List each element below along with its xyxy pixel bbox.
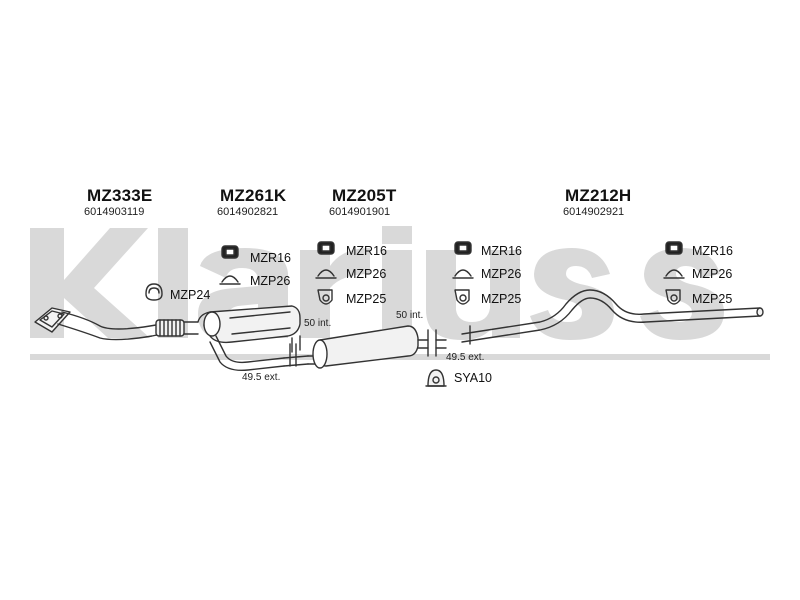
note-int-left: 50 int. bbox=[304, 318, 332, 329]
part-number-3: 6014901901 bbox=[329, 206, 391, 218]
clamp-mzp25-icon-4 bbox=[665, 289, 681, 305]
clamp-mzp24-icon bbox=[145, 283, 163, 301]
front-flange bbox=[34, 307, 71, 333]
mount-mzr16-icon-2 bbox=[317, 241, 335, 255]
part-code-2: MZ261K bbox=[220, 186, 287, 205]
middle-box-mz261k bbox=[197, 305, 301, 372]
acc-label-g2-mzp25: MZP25 bbox=[346, 292, 387, 306]
acc-label-g1-mzp26: MZP26 bbox=[250, 274, 291, 288]
clamp-mzp26-icon-4 bbox=[663, 269, 685, 279]
part-code-4: MZ212H bbox=[565, 186, 632, 205]
mount-mzr16-icon-4 bbox=[665, 241, 683, 255]
mount-mzr16-icon-3 bbox=[454, 241, 472, 255]
part-number-1: 6014903119 bbox=[84, 206, 145, 218]
rear-pipe-mz212h bbox=[461, 289, 764, 345]
clamp-mzp26-icon-1 bbox=[219, 275, 241, 285]
front-pipe-mz333e bbox=[57, 311, 199, 341]
joint-int-left bbox=[291, 335, 301, 353]
clamp-mzp26-icon-3 bbox=[452, 269, 474, 279]
note-ext-right: 49.5 ext. bbox=[446, 352, 485, 363]
clamp-mzp25-icon-3 bbox=[454, 289, 470, 305]
acc-label-g3-mzp25: MZP25 bbox=[481, 292, 522, 306]
acc-label-g2-mzp26: MZP26 bbox=[346, 267, 387, 281]
note-ext-left: 49.5 ext. bbox=[242, 372, 281, 383]
silencer-mz205t bbox=[307, 325, 429, 369]
part-number-2: 6014902821 bbox=[217, 206, 279, 218]
acc-label-sya10: SYA10 bbox=[454, 371, 492, 385]
joint-ext-left bbox=[283, 343, 309, 367]
acc-label-g4-mzp26: MZP26 bbox=[692, 267, 733, 281]
note-int-right: 50 int. bbox=[396, 310, 424, 321]
acc-label-g4-mzr16: MZR16 bbox=[692, 244, 733, 258]
part-number-4: 6014902921 bbox=[563, 206, 625, 218]
mount-sya10-icon bbox=[425, 369, 447, 387]
acc-label-mzp24: MZP24 bbox=[170, 288, 211, 302]
acc-label-g4-mzp25: MZP25 bbox=[692, 292, 733, 306]
part-code-1: MZ333E bbox=[87, 186, 153, 205]
joint-right bbox=[427, 329, 447, 357]
acc-label-g3-mzp26: MZP26 bbox=[481, 267, 522, 281]
clamp-mzp25-icon-2 bbox=[317, 289, 333, 305]
acc-label-g2-mzr16: MZR16 bbox=[346, 244, 387, 258]
mount-mzr16-icon-1 bbox=[221, 245, 239, 259]
acc-label-g3-mzr16: MZR16 bbox=[481, 244, 522, 258]
clamp-mzp26-icon-2 bbox=[315, 269, 337, 279]
part-code-3: MZ205T bbox=[332, 186, 397, 205]
acc-label-g1-mzr16: MZR16 bbox=[250, 251, 291, 265]
